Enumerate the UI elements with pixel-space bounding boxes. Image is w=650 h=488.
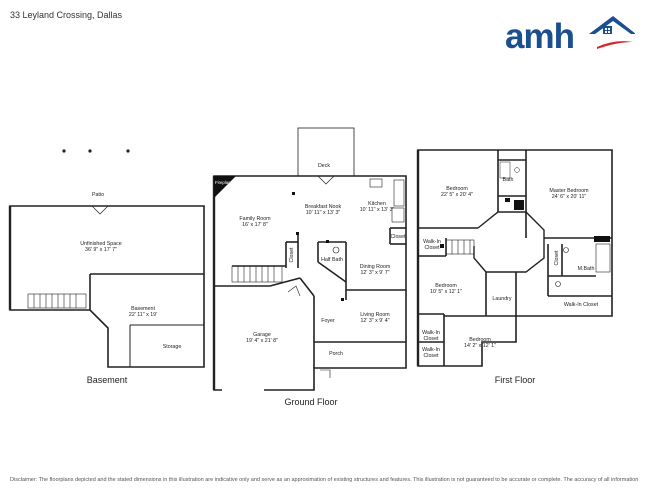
unfinished-space-dim: 36' 9" x 17' 7" [85, 247, 117, 253]
first-floor-plan [416, 149, 613, 367]
living-room-label: Living Room [360, 312, 390, 318]
disclaimer-text: Disclaimer: The floorplans depicted and … [10, 477, 640, 483]
bath-label: Bath [503, 177, 514, 183]
basement-room-label: Basement [131, 306, 155, 312]
bedroom-w-dim: 10' 5" x 12' 1" [430, 289, 462, 295]
master-closet-label: Closet [554, 250, 560, 266]
breakfast-nook-label: Breakfast Nook [305, 204, 342, 210]
bedroom-nw-dim: 22' 5" x 20' 4" [441, 192, 473, 198]
family-room-label: Family Room [239, 216, 271, 222]
master-bedroom-label: Master Bedroom [549, 188, 589, 194]
unfinished-space-label: Unfinished Space [80, 241, 122, 247]
kitchen-label: Kitchen [368, 201, 386, 207]
ground-floor-title: Ground Floor [284, 397, 337, 407]
kitchen-dim: 10' 11" x 13' 3" [360, 207, 395, 213]
bedroom-s-dim: 14' 2" x 12' 1" [464, 343, 496, 349]
garage-label: Garage [253, 332, 271, 338]
fireplace-label: Fireplace [215, 180, 233, 185]
living-room-dim: 12' 3" x 9' 4" [360, 318, 389, 324]
breakfast-nook-dim: 10' 11" x 13' 3" [306, 210, 341, 216]
bedroom-w-label: Bedroom [435, 283, 457, 289]
dining-room-dim: 12' 3" x 9' 7" [360, 270, 389, 276]
house-roof-icon: amh [505, 16, 636, 56]
stair-closet-label: Closet [289, 247, 295, 263]
master-bath-label: M.Bath [578, 266, 595, 272]
ground-floor-labels: Deck Fireplace Family Room 16' x 17' 8" … [215, 163, 406, 407]
storage-label: Storage [163, 344, 182, 350]
bedroom-s-label: Bedroom [469, 337, 491, 343]
patio-label: Patio [92, 192, 104, 198]
bedroom-nw-label: Bedroom [446, 186, 468, 192]
deck-label: Deck [318, 163, 330, 169]
dining-room-label: Dining Room [360, 264, 391, 270]
basement-title: Basement [87, 375, 128, 385]
walk-in-closet-label: Walk-In Closet [564, 302, 599, 308]
garage-dim: 19' 4" x 21' 8" [246, 338, 278, 344]
master-bedroom-dim: 24' 6" x 20' 11" [552, 194, 587, 200]
first-floor-labels: Bedroom 22' 5" x 20' 4" Bath Master Bedr… [422, 177, 599, 385]
amh-logo: amh [505, 12, 636, 56]
half-bath-label: Half Bath [321, 257, 343, 263]
basement-labels: Patio Unfinished Space 36' 9" x 17' 7" B… [80, 192, 181, 385]
laundry-label: Laundry [492, 296, 511, 302]
property-address: 33 Leyland Crossing, Dallas [10, 10, 123, 20]
foyer-label: Foyer [321, 318, 335, 324]
family-room-dim: 16' x 17' 8" [242, 222, 268, 228]
ground-floor-plan [212, 127, 407, 392]
porch-label: Porch [329, 351, 343, 357]
basement-room-dim: 22' 11" x 19' [129, 312, 157, 318]
kitchen-closet-label: Closet [390, 234, 406, 240]
first-floor-title: First Floor [495, 375, 536, 385]
basement-plan [8, 149, 205, 368]
svg-text:amh: amh [505, 17, 574, 52]
